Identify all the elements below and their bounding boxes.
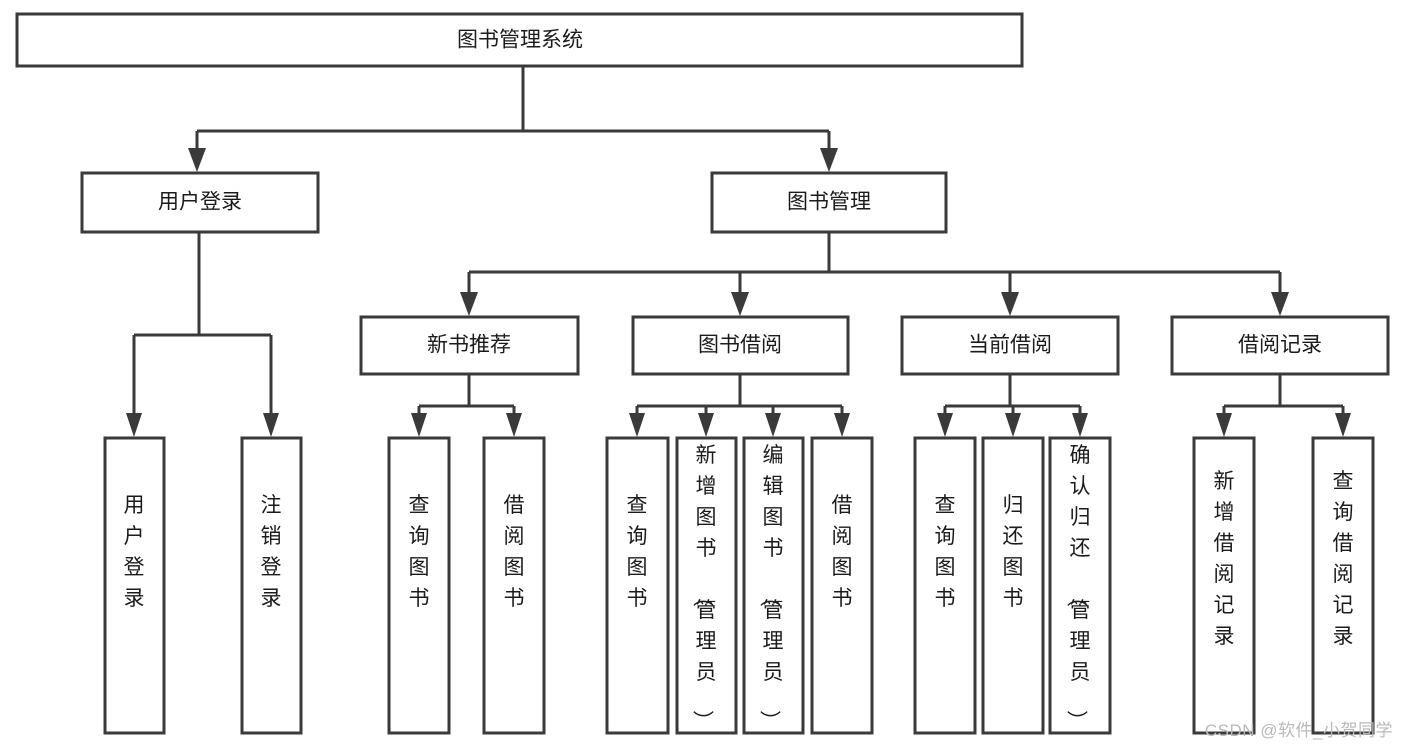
connector-bookborrow-to-leaves <box>629 374 850 437</box>
connector-userlogin-to-leaves <box>126 232 279 437</box>
node-leaf-confirm-return[interactable]: 确认归还（管理员） <box>1048 436 1112 735</box>
node-leaf-return-book[interactable]: 归还图书 <box>981 436 1045 735</box>
node-leaf-return-book-label: 归还图书 <box>1003 494 1024 610</box>
csdn-watermark: CSDN @软件_小贺同学 <box>1204 721 1393 740</box>
node-root-label: 图书管理系统 <box>457 29 583 52</box>
node-leaf-confirm-return-label: 确认归还（管理员） <box>1065 444 1091 731</box>
node-leaf-user-logout[interactable]: 注销登录 <box>240 436 303 735</box>
node-new-book-recommend[interactable]: 新书推荐 <box>359 315 580 376</box>
node-leaf-user-login[interactable]: 用户登录 <box>103 436 166 735</box>
node-leaf-edit-book-label: 编辑图书（管理员） <box>758 444 784 731</box>
node-book-manage-label: 图书管理 <box>787 191 871 214</box>
node-current-borrow[interactable]: 当前借阅 <box>900 315 1120 376</box>
node-leaf-query-book-3[interactable]: 查询图书 <box>913 436 977 735</box>
connector-currentborrow-to-leaves <box>937 374 1088 437</box>
node-leaf-edit-book[interactable]: 编辑图书（管理员） <box>742 436 805 735</box>
node-root[interactable]: 图书管理系统 <box>15 12 1024 68</box>
node-borrow-record[interactable]: 借阅记录 <box>1170 315 1390 376</box>
node-book-manage[interactable]: 图书管理 <box>710 171 948 234</box>
node-leaf-borrow-book-1[interactable]: 借阅图书 <box>482 436 546 735</box>
node-leaf-add-record[interactable]: 新增借阅记录 <box>1192 436 1256 735</box>
connector-root-to-level1 <box>188 66 838 172</box>
node-leaf-borrow-book-2[interactable]: 借阅图书 <box>810 436 874 735</box>
node-leaf-query-book-2[interactable]: 查询图书 <box>605 436 670 735</box>
node-leaf-add-book[interactable]: 新增图书（管理员） <box>675 436 738 735</box>
node-new-book-recommend-label: 新书推荐 <box>427 334 511 357</box>
node-leaf-query-book-1[interactable]: 查询图书 <box>387 436 451 735</box>
node-book-borrow[interactable]: 图书借阅 <box>631 315 850 376</box>
node-leaf-query-record-label: 查询借阅记录 <box>1333 470 1354 648</box>
node-book-borrow-label: 图书借阅 <box>698 334 782 357</box>
connector-borrowrecord-to-leaves <box>1216 374 1351 437</box>
connector-bookmanage-to-level2 <box>460 232 1289 316</box>
node-leaf-query-record[interactable]: 查询借阅记录 <box>1311 436 1375 735</box>
node-current-borrow-label: 当前借阅 <box>968 334 1052 357</box>
node-user-login-label: 用户登录 <box>158 191 242 214</box>
node-leaf-user-login-label: 用户登录 <box>124 494 145 610</box>
node-leaf-user-logout-label: 注销登录 <box>261 494 282 610</box>
connector-newbook-to-leaves <box>411 374 522 437</box>
node-leaf-borrow-book-2-label: 借阅图书 <box>832 494 853 610</box>
node-leaf-add-book-label: 新增图书（管理员） <box>691 444 717 731</box>
node-borrow-record-label: 借阅记录 <box>1238 334 1322 357</box>
node-leaf-query-book-3-label: 查询图书 <box>935 494 956 610</box>
node-leaf-add-record-label: 新增借阅记录 <box>1214 470 1235 648</box>
node-leaf-query-book-2-label: 查询图书 <box>627 494 648 610</box>
node-user-login[interactable]: 用户登录 <box>80 171 320 234</box>
node-leaf-borrow-book-1-label: 借阅图书 <box>504 494 525 610</box>
node-leaf-query-book-1-label: 查询图书 <box>409 494 430 610</box>
